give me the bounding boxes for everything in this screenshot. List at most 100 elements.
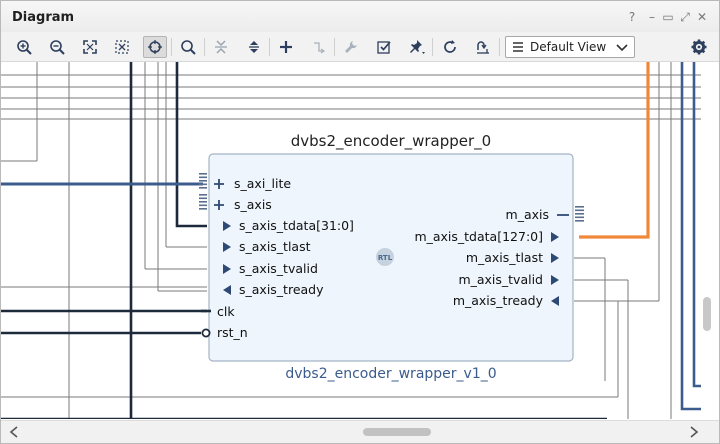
validate-design-icon (377, 41, 391, 54)
search-button[interactable] (176, 36, 200, 58)
gear-icon (691, 39, 707, 55)
collapse-all-button[interactable] (209, 36, 233, 58)
chevron-down-icon (616, 44, 628, 52)
zoom-fit-icon (83, 40, 97, 54)
active-low-bubble-icon (201, 328, 211, 338)
input-arrow-icon (223, 264, 231, 274)
bus-wire (680, 62, 701, 411)
rtl-badge (376, 248, 394, 266)
output-arrow-icon (223, 285, 231, 295)
wrench-icon (345, 41, 357, 53)
selection-target-button[interactable] (143, 36, 167, 58)
port-label: m_axis (506, 207, 549, 222)
toolbar-divider (204, 38, 205, 56)
port-m-axis-tdata: m_axis_tdata[127:0] (414, 229, 559, 244)
zoom-fit-button[interactable] (78, 36, 102, 58)
toolbar-divider (334, 38, 335, 56)
zoom-in-icon (17, 40, 32, 55)
auto-fit-selection-icon (115, 40, 129, 54)
toolbar-divider (432, 38, 433, 56)
vertical-scrollbar-thumb[interactable] (703, 297, 711, 331)
block-module-name: dvbs2_encoder_wrapper_v1_0 (285, 366, 496, 382)
port-s-axis-tvalid: s_axis_tvalid (223, 261, 318, 276)
port-s-axis-tready: s_axis_tready (223, 282, 324, 297)
title-bar: Diagram ? – ▭ ⤢ ✕ (1, 1, 719, 33)
output-arrow-icon (551, 232, 559, 242)
port-s-axis: s_axis (214, 197, 272, 212)
port-clk: clk (201, 304, 235, 319)
port-label: m_axis_tlast (466, 250, 543, 265)
toolbar-divider (269, 38, 270, 56)
settings-button[interactable] (687, 36, 711, 58)
run-connection-automation-button[interactable] (405, 36, 429, 58)
optimize-routing-icon (477, 41, 489, 54)
rtl-badge-label: RTL (378, 254, 393, 262)
list-icon (513, 42, 523, 52)
input-arrow-icon (223, 242, 231, 252)
port-label: s_axis_tlast (239, 239, 311, 254)
add-ip-icon (280, 41, 292, 53)
validate-design-button[interactable] (372, 36, 396, 58)
add-ip-button[interactable] (274, 36, 298, 58)
port-label: m_axis_tvalid (458, 272, 543, 287)
make-connection-button[interactable] (307, 36, 331, 58)
selection-target-icon (148, 40, 162, 54)
port-s-axis-tdata: s_axis_tdata[31:0] (223, 218, 354, 233)
zoom-out-icon (50, 40, 65, 55)
output-arrow-icon (551, 253, 559, 263)
port-label: s_axis_tvalid (239, 261, 318, 276)
minimize-icon[interactable]: – (649, 10, 655, 24)
view-select-value: Default View (530, 40, 607, 54)
input-arrow-icon (551, 296, 559, 306)
restore-icon[interactable]: ▭ (662, 10, 674, 24)
port-label: s_axis_tready (239, 282, 324, 297)
port-label: s_axi_lite (234, 176, 291, 191)
refresh-icon (444, 40, 456, 53)
maximize-icon[interactable]: ⤢ (680, 10, 690, 24)
port-m-axis: m_axis (506, 207, 569, 222)
properties-button[interactable] (339, 36, 363, 58)
regenerate-layout-button[interactable] (438, 36, 462, 58)
horizontal-scrollbar-thumb[interactable] (363, 428, 431, 436)
help-icon[interactable]: ? (628, 10, 636, 24)
pin-icon (410, 40, 425, 54)
wire-thick (175, 62, 207, 228)
interface-connector-right (575, 206, 584, 222)
interface-connector-left (199, 173, 207, 210)
port-label: m_axis_tready (453, 293, 544, 308)
toolbar-divider (499, 38, 500, 56)
expand-all-button[interactable] (242, 36, 266, 58)
input-arrow-icon (223, 221, 231, 231)
close-icon[interactable]: ✕ (696, 10, 708, 24)
view-select[interactable]: Default View (505, 36, 635, 58)
port-rst-n: rst_n (201, 325, 248, 340)
port-label: clk (217, 304, 235, 319)
plus-icon (214, 200, 224, 210)
expand-all-icon (249, 41, 259, 53)
port-label: s_axis_tdata[31:0] (239, 218, 354, 233)
auto-fit-selection-button[interactable] (110, 36, 134, 58)
make-connection-icon (314, 42, 326, 54)
zoom-out-button[interactable] (45, 36, 69, 58)
diagram-svg: dvbs2_encoder_wrapper_0 dvbs2_encoder_wr… (1, 62, 701, 419)
horizontal-scrollbar[interactable] (1, 420, 719, 443)
port-label: rst_n (217, 325, 248, 340)
diagram-canvas[interactable]: dvbs2_encoder_wrapper_0 dvbs2_encoder_wr… (1, 62, 713, 419)
plus-icon (214, 179, 224, 189)
output-arrow-icon (551, 275, 559, 285)
background-nets (1, 62, 701, 419)
block-instance-name: dvbs2_encoder_wrapper_0 (291, 132, 491, 151)
optimize-routing-button[interactable] (471, 36, 495, 58)
port-label: m_axis_tdata[127:0] (414, 229, 543, 244)
port-s-axi-lite: s_axi_lite (214, 176, 291, 191)
highlighted-net (579, 62, 650, 239)
port-m-axis-tready: m_axis_tready (453, 293, 559, 308)
collapse-all-icon (215, 40, 227, 54)
port-label: s_axis (234, 197, 272, 212)
search-icon (181, 40, 196, 55)
scroll-left-icon[interactable] (9, 426, 19, 438)
scroll-right-icon[interactable] (689, 426, 699, 438)
bus-wire (692, 62, 701, 388)
zoom-in-button[interactable] (12, 36, 36, 58)
